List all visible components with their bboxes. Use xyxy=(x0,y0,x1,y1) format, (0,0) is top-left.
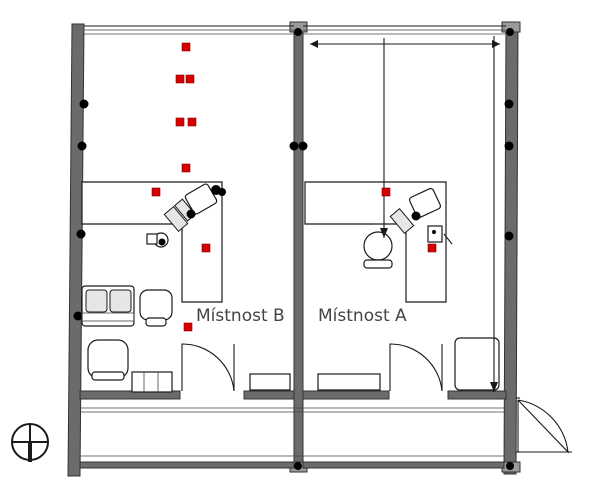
room-b-furniture xyxy=(81,181,235,393)
bottom-wall-a-right xyxy=(447,390,507,400)
sensor-marker xyxy=(175,74,185,84)
sensor-marker xyxy=(187,117,197,127)
sensor-marker xyxy=(181,163,191,173)
sensor-marker xyxy=(183,322,193,332)
cabinet-b xyxy=(131,371,173,393)
armchair-b xyxy=(139,289,173,321)
compass-cross-icon xyxy=(11,423,49,462)
chair-a-1 xyxy=(408,187,442,219)
sensor-marker xyxy=(201,243,211,253)
corridor-wall-a xyxy=(302,461,505,469)
exterior-door xyxy=(517,399,572,454)
room-a-furniture xyxy=(249,181,500,392)
walls xyxy=(67,21,521,477)
sensor-marker xyxy=(151,187,161,197)
room-label-b: Místnost B xyxy=(196,306,285,326)
desk-a xyxy=(304,181,447,303)
wall-fixtures xyxy=(73,28,514,470)
partition-wall xyxy=(293,23,304,471)
sensor-marker xyxy=(185,74,195,84)
sensor-marker xyxy=(381,187,391,197)
door-b xyxy=(181,343,235,392)
room-label-a: Místnost A xyxy=(318,306,407,326)
sensor-marker xyxy=(427,243,437,253)
device-a xyxy=(427,225,443,243)
door-a xyxy=(389,343,443,392)
right-wall xyxy=(503,23,519,475)
wardrobe-a xyxy=(454,337,500,391)
dimension-lines xyxy=(310,36,500,392)
bottom-wall-b-left xyxy=(79,390,181,400)
sensor-marker xyxy=(175,117,185,127)
radiator-a xyxy=(317,373,381,391)
swivel-chair-a xyxy=(363,231,393,261)
radiator-b xyxy=(249,373,291,391)
bottom-wall-a-left xyxy=(302,390,390,400)
left-wall xyxy=(67,23,85,477)
sensor-markers xyxy=(151,42,437,332)
corridor-wall-b xyxy=(79,461,295,469)
sensor-marker xyxy=(181,42,191,52)
bottom-wall-b-right xyxy=(243,390,295,400)
